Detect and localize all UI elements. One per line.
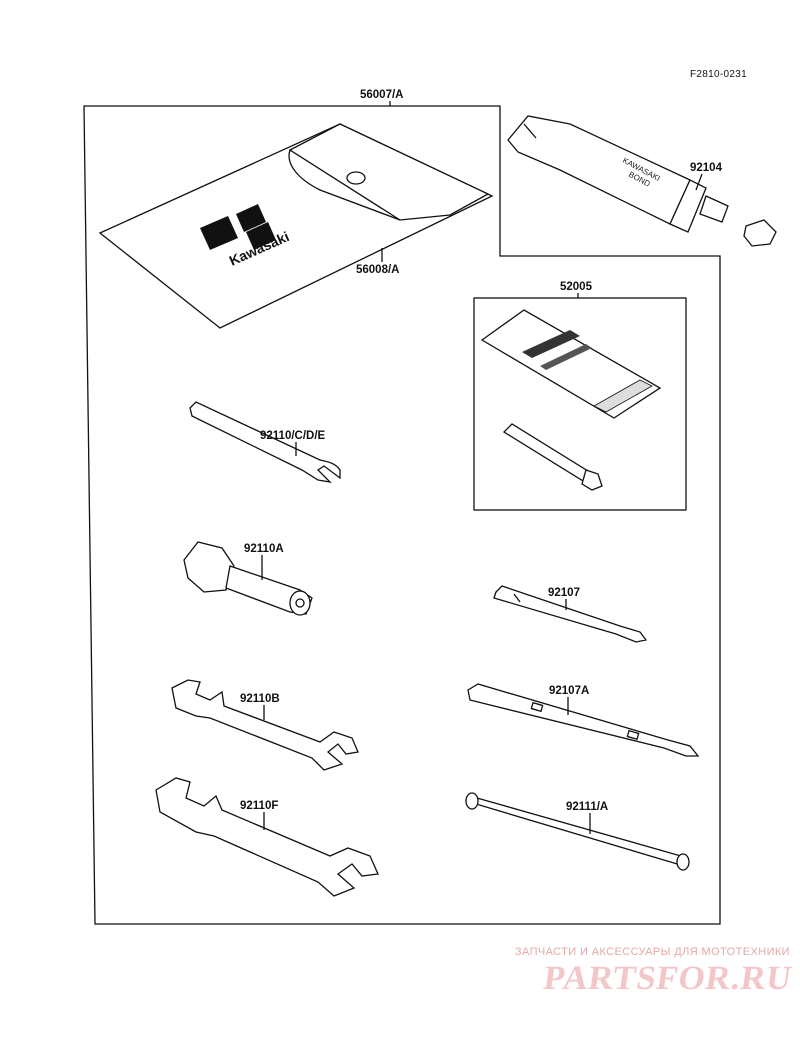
hook-wrench <box>189 401 341 483</box>
patch-kit-box <box>473 297 687 511</box>
label-box-wrench: 92110A <box>244 543 284 555</box>
watermark-caption: ЗАПЧАСТИ И АКСЕССУАРЫ ДЛЯ МОТОТЕХНИКИ <box>514 946 790 958</box>
box-wrench <box>183 541 313 616</box>
patch-kit-sheet <box>480 309 662 419</box>
wrench-small <box>171 679 359 771</box>
bond-tube: KAWASAKI BOND <box>507 115 777 247</box>
watermark-brand[interactable]: PARTSFOR.RU <box>541 960 795 997</box>
patch-kit-tube <box>502 423 603 491</box>
wrench-large <box>155 777 379 897</box>
label-wrench-large: 92110F <box>240 800 278 812</box>
tool-bag: Kawasaki <box>98 123 494 329</box>
label-tool-bag: 56008/A <box>356 264 399 276</box>
drawing-code: F2810-0231 <box>690 69 747 80</box>
label-screwdriver: 92107 <box>548 587 580 599</box>
kit-frame <box>83 105 721 925</box>
label-handle-bar: 92111/A <box>566 801 608 813</box>
screwdriver <box>493 585 648 643</box>
label-bond-tube: 92104 <box>690 162 723 174</box>
handle-bar <box>465 792 690 871</box>
label-tool-kit: 56007/A <box>360 89 403 101</box>
leader-bond-tube <box>695 173 703 191</box>
label-hook-wrench: 92110/C/D/E <box>260 430 326 442</box>
label-screwdriver-long: 92107A <box>549 685 589 697</box>
label-wrench-small: 92110B <box>240 693 280 705</box>
label-patch-kit: 52005 <box>560 281 593 293</box>
screwdriver-long <box>467 683 700 757</box>
